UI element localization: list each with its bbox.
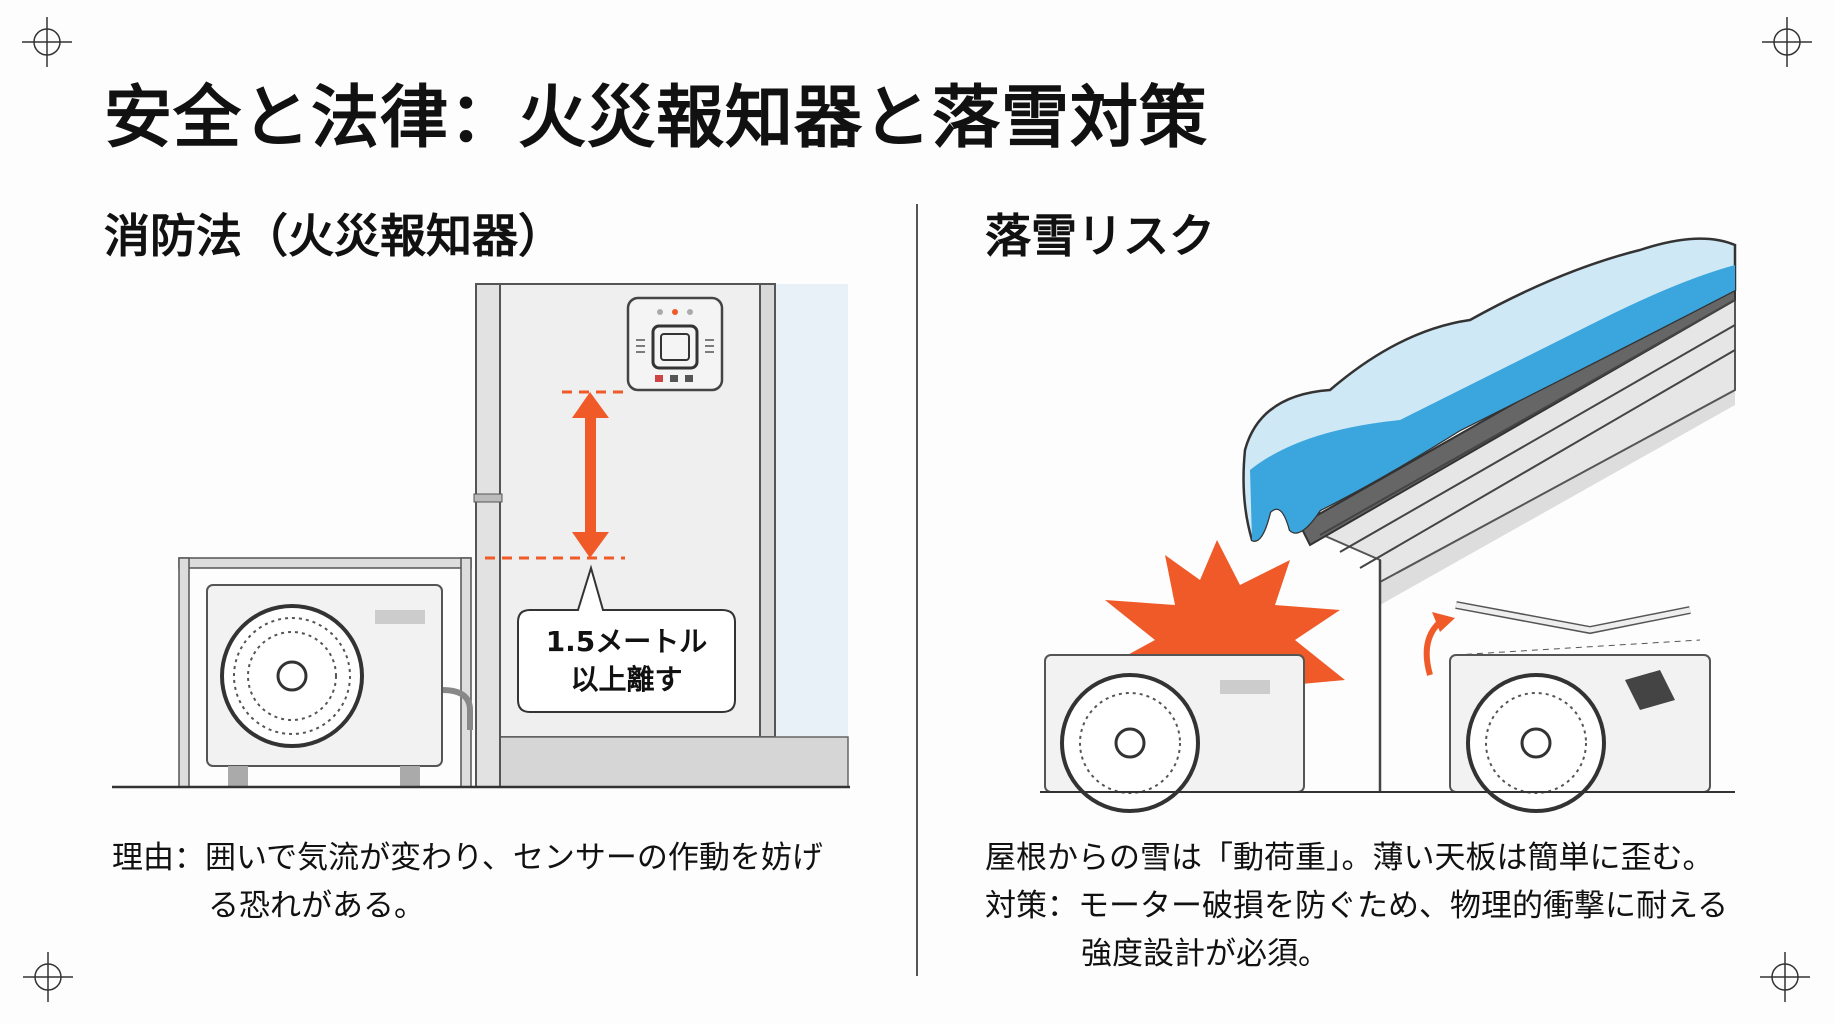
reason-line: る恐れがある。: [208, 888, 425, 924]
ac-unit-icon: [206, 584, 443, 786]
column-divider: [916, 204, 918, 976]
fire-law-reason: 理由：囲いで気流が変わり、センサーの作動を妨げ る恐れがある。: [112, 834, 823, 930]
bend-arrow-icon: [1423, 619, 1443, 676]
snow-fall-illustration: [1040, 237, 1737, 813]
crosshair-icon: [22, 17, 72, 67]
countermeasure-line: 対策：モーター破損を防ぐため、物理的衝撃に耐える: [985, 888, 1729, 924]
snow-risk-heading: 落雪リスク: [985, 209, 1215, 263]
crosshair-icon: [1760, 952, 1810, 1002]
snow-risk-text: 屋根からの雪は「動荷重」。薄い天板は簡単に歪む。 対策：モーター破損を防ぐため、…: [985, 834, 1728, 978]
damaged-ac-unit-icon: [1423, 601, 1711, 813]
fire-alarm-illustration: [112, 283, 850, 789]
risk-line: 屋根からの雪は「動荷重」。薄い天板は簡単に歪む。: [985, 840, 1714, 876]
reason-line: 理由：囲いで気流が変わり、センサーの作動を妨げ: [112, 840, 823, 876]
callout-distance: 1.5メートル: [545, 625, 708, 658]
fire-law-heading: 消防法（火災報知器）: [104, 209, 564, 263]
page-title: 安全と法律：火災報知器と落雪対策: [104, 79, 1209, 158]
distance-callout: 1.5メートル 以上離す: [518, 610, 735, 712]
crosshair-marks: [22, 17, 1812, 1002]
crosshair-icon: [23, 952, 73, 1002]
countermeasure-line: 強度設計が必須。: [1081, 936, 1329, 972]
ac-unit-icon: [1044, 654, 1305, 813]
fire-detector-icon: [626, 296, 724, 392]
crosshair-icon: [1762, 17, 1812, 67]
distance-arrow: [485, 390, 625, 560]
callout-instruction: 以上離す: [570, 663, 683, 696]
